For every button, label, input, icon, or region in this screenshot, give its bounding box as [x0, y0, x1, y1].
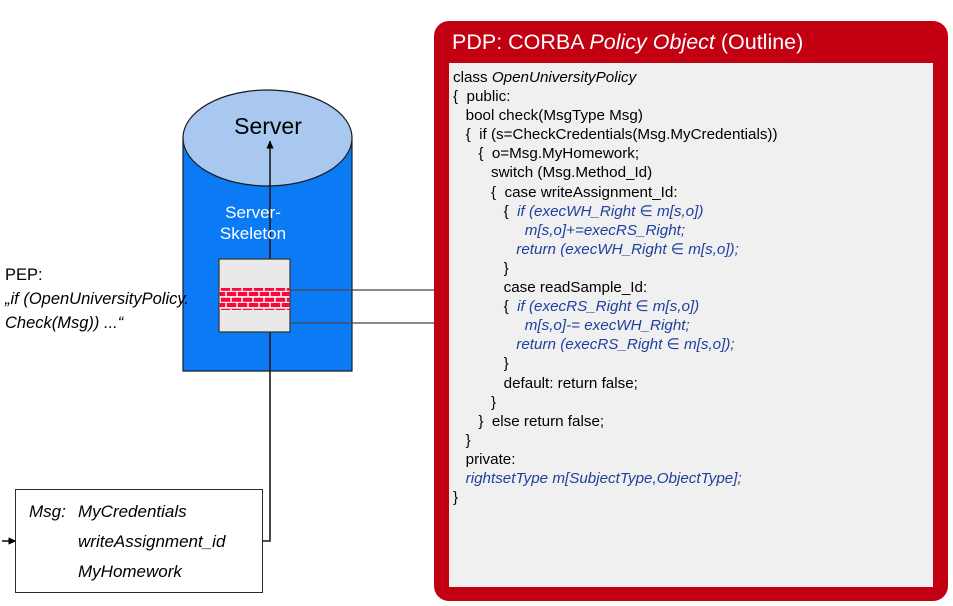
pdp-title-emphasis: Policy Object — [589, 30, 715, 54]
code-span: { case writeAssignment_Id: — [453, 183, 678, 201]
message-box-item-1: writeAssignment_id — [78, 532, 226, 551]
code-span: case readSample_Id: — [453, 279, 648, 297]
code-line: { if (execWH_Right ∈ m[s,o]) — [453, 202, 933, 221]
code-span: if (execRS_Right ∈ m[s,o]) — [517, 298, 700, 316]
code-span: } else return false; — [453, 412, 605, 430]
server-skeleton-label-line2: Skeleton — [219, 223, 287, 243]
pep-annotation: PEP: „if (OpenUniversityPolicy. Check(Ms… — [5, 264, 250, 336]
code-span: { if (s=CheckCredentials(Msg.MyCredentia… — [453, 126, 778, 144]
code-span: { public: — [453, 88, 511, 106]
code-span — [453, 336, 516, 353]
code-line: { o=Msg.MyHomework; — [453, 144, 933, 163]
code-line: { if (s=CheckCredentials(Msg.MyCredentia… — [453, 125, 933, 144]
code-span: return (execWH_Right ∈ m[s,o]); — [516, 240, 739, 258]
code-span: m[s,o]+=execRS_Right; — [524, 221, 686, 239]
code-line: bool check(MsgType Msg) — [453, 106, 933, 125]
code-line: m[s,o]+=execRS_Right; — [453, 221, 933, 240]
code-span: class — [453, 69, 492, 86]
code-span — [453, 222, 525, 239]
pep-code-line1: „if (OpenUniversityPolicy. — [5, 289, 189, 308]
code-span: } — [453, 355, 509, 373]
code-line: { case writeAssignment_Id: — [453, 183, 933, 202]
code-span: m[s,o]-= execWH_Right; — [524, 317, 690, 335]
code-line: { public: — [453, 87, 933, 106]
code-span: if (execWH_Right ∈ m[s,o]) — [517, 202, 704, 220]
policy-source-code: class OpenUniversityPolicy{ public: bool… — [453, 68, 933, 507]
code-span: { — [453, 298, 518, 316]
code-line: rightsetType m[SubjectType,ObjectType]; — [453, 469, 933, 488]
code-line: class OpenUniversityPolicy — [453, 68, 933, 87]
pdp-title-part2: (Outline) — [714, 30, 804, 54]
code-span: } — [453, 393, 497, 411]
code-span: OpenUniversityPolicy — [491, 69, 637, 86]
code-span — [453, 470, 466, 487]
pep-title: PEP: — [5, 266, 43, 284]
code-span: switch (Msg.Method_Id) — [453, 164, 653, 182]
code-span: private: — [453, 450, 516, 468]
pdp-code-body: class OpenUniversityPolicy{ public: bool… — [449, 63, 933, 587]
message-box-item-0: MyCredentials — [78, 502, 187, 521]
code-line: } else return false; — [453, 412, 933, 431]
message-box: Msg: MyCredentials writeAssignment_id My… — [15, 489, 263, 593]
code-span — [453, 317, 525, 334]
code-line: } — [453, 259, 933, 278]
pdp-panel-title: PDP: CORBA Policy Object (Outline) — [452, 30, 803, 55]
code-span: } — [453, 431, 471, 449]
code-line: { if (execRS_Right ∈ m[s,o]) — [453, 297, 933, 316]
code-line: switch (Msg.Method_Id) — [453, 163, 933, 182]
server-label: Server — [234, 113, 302, 139]
code-line: case readSample_Id: — [453, 278, 933, 297]
code-line: } — [453, 431, 933, 450]
code-span — [453, 241, 516, 258]
code-line: return (execRS_Right ∈ m[s,o]); — [453, 335, 933, 354]
code-line: return (execWH_Right ∈ m[s,o]); — [453, 240, 933, 259]
code-span: bool check(MsgType Msg) — [453, 107, 643, 125]
server-skeleton-label: Server- Skeleton — [188, 203, 318, 244]
code-span: return (execRS_Right ∈ m[s,o]); — [516, 336, 735, 354]
code-line: private: — [453, 450, 933, 469]
code-line: } — [453, 393, 933, 412]
code-span: default: return false; — [453, 374, 638, 392]
code-line: default: return false; — [453, 374, 933, 393]
pep-code-line2: Check(Msg)) ...“ — [5, 313, 124, 332]
code-line: m[s,o]-= execWH_Right; — [453, 316, 933, 335]
code-span: } — [453, 259, 509, 277]
interceptor-brick-box — [218, 258, 291, 333]
code-line: } — [453, 488, 933, 507]
server-skeleton-label-line1: Server- — [225, 203, 281, 222]
message-box-label: Msg: — [29, 502, 66, 521]
code-span: { o=Msg.MyHomework; — [453, 145, 640, 163]
message-box-item-2: MyHomework — [78, 562, 182, 581]
pdp-panel: PDP: CORBA Policy Object (Outline) class… — [434, 21, 948, 601]
code-span: } — [453, 489, 459, 507]
code-span: { — [453, 202, 518, 220]
pdp-title-part1: PDP: CORBA — [452, 30, 590, 54]
code-span: rightsetType m[SubjectType,ObjectType]; — [465, 469, 742, 487]
code-line: } — [453, 354, 933, 373]
